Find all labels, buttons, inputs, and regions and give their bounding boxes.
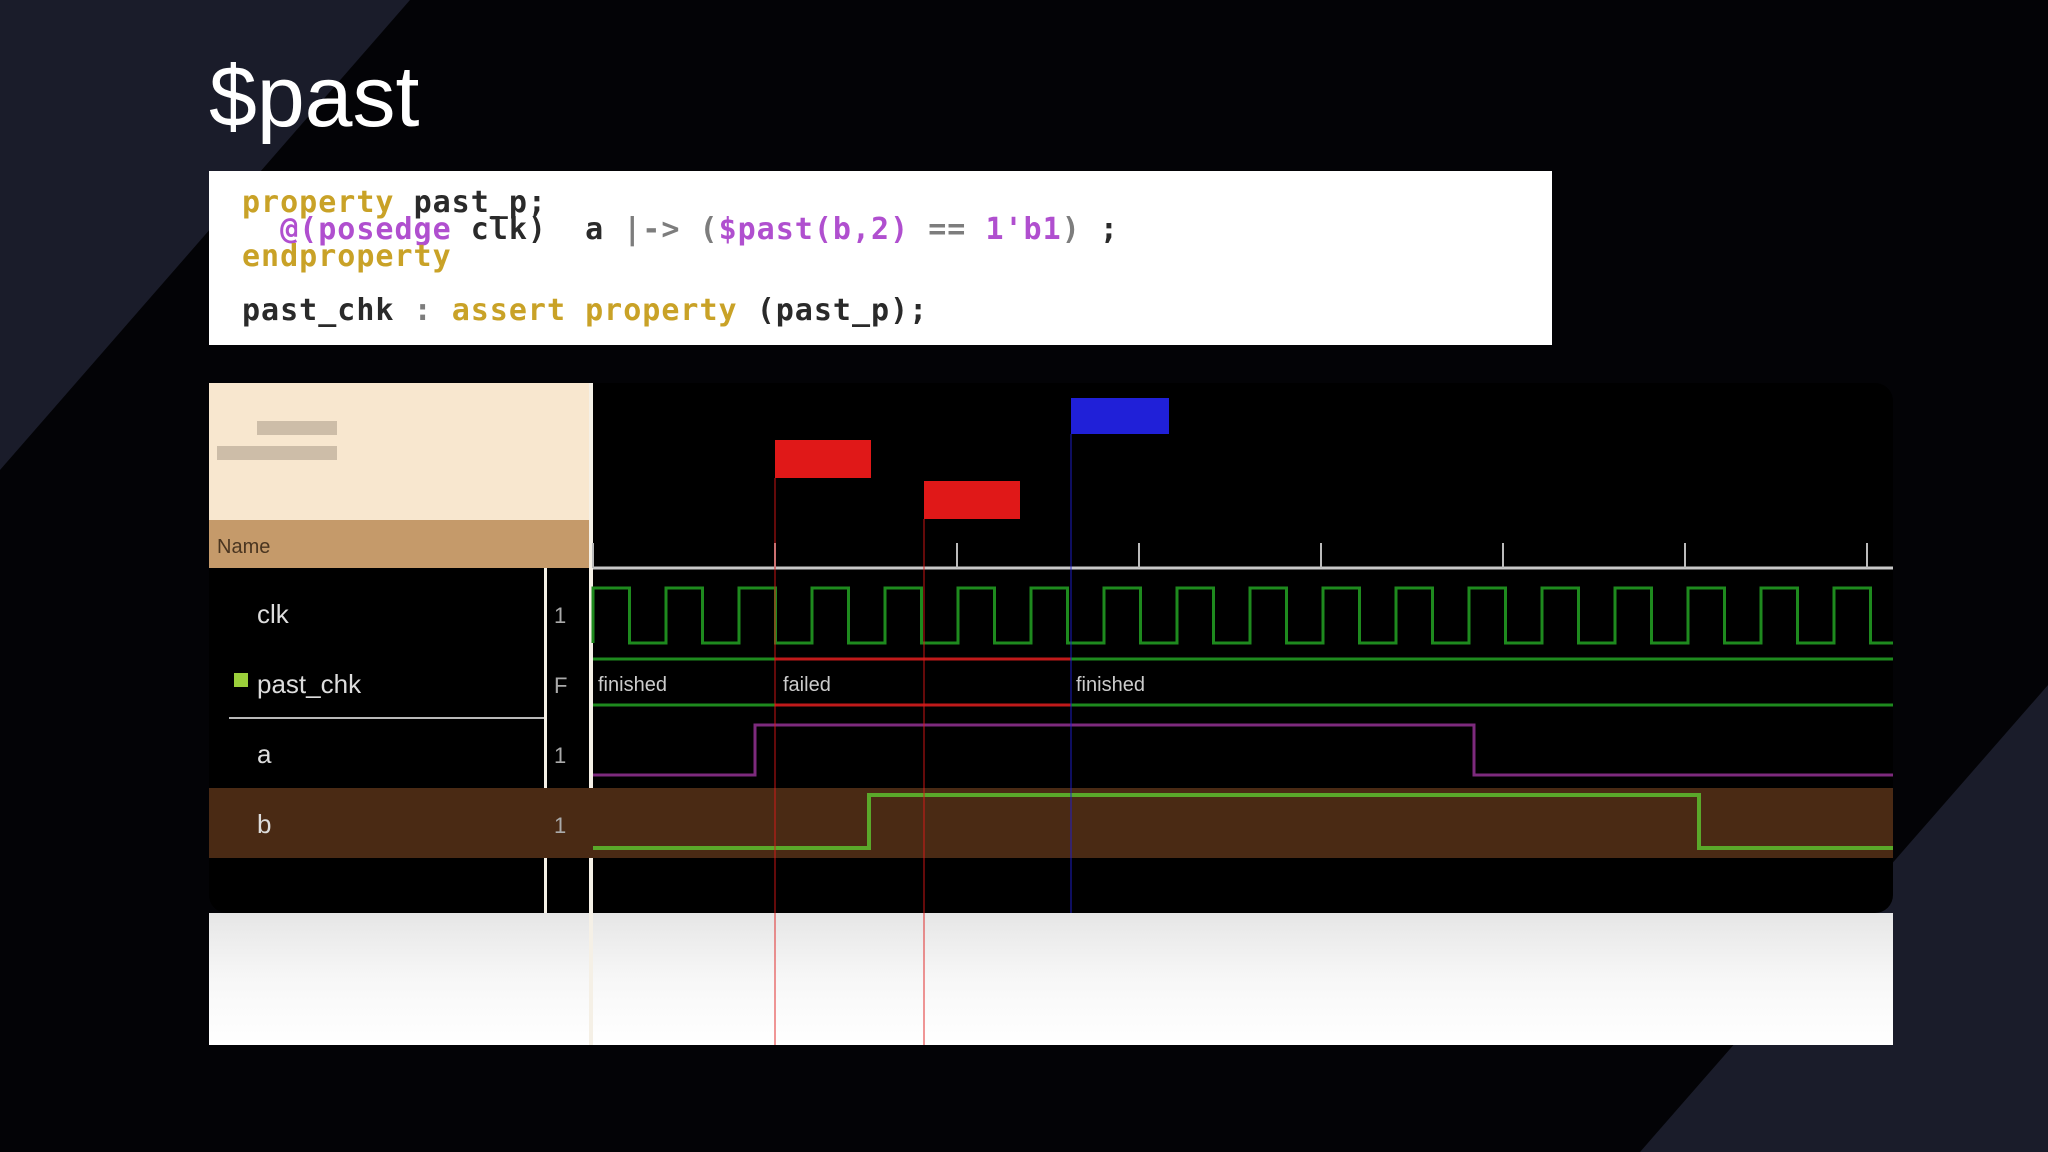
assertion-icon (234, 673, 248, 687)
waveform-panel-divider (589, 383, 593, 1045)
assertion-finished-2 (1071, 657, 1893, 707)
assert-label: past_chk (242, 293, 395, 328)
slide-title: $past (209, 49, 420, 145)
literal-value: 1'b1 (985, 212, 1062, 247)
signal-value-b: 1 (554, 813, 566, 838)
assertion-state-finished-2: finished (1076, 674, 1145, 696)
waveform-viewer: Name clk past_chk a b 1 F 1 1 finished f… (209, 383, 1893, 1045)
code-snippet: property past_p; @(posedge clk) a |-> ($… (209, 171, 1552, 345)
signal-name-past-chk: past_chk (257, 669, 362, 699)
signal-value-a: 1 (554, 743, 566, 768)
open-paren: ( (699, 212, 719, 247)
clock-ref: clk) (470, 212, 547, 247)
value-column-header (545, 520, 592, 568)
equals-operator: == (928, 212, 967, 247)
name-panel-top (209, 383, 592, 520)
reflection-area (209, 913, 1893, 1045)
waveform-window (209, 383, 1893, 913)
event-keyword: @(posedge (280, 212, 452, 247)
assertion-finished-1 (593, 657, 775, 707)
marker-flag-1 (775, 440, 871, 478)
code-line-2: @(posedge clk) a |-> ($past(b,2) == 1'b1… (242, 215, 1119, 245)
signal-value-clk: 1 (554, 603, 566, 628)
code-line-1: property past_p; (242, 188, 547, 218)
cursor-info-1 (257, 421, 337, 435)
semicolon: ; (1099, 212, 1119, 247)
assert-keyword: assert (451, 293, 567, 328)
assert-property-keyword: property (585, 293, 738, 328)
property-keyword: property (242, 185, 395, 220)
antecedent: a (585, 212, 605, 247)
time-ruler-ticks (592, 543, 1868, 568)
waveform-canvas: Name clk past_chk a b 1 F 1 1 finished f… (209, 383, 1893, 1045)
assertion-state-failed: failed (783, 674, 831, 696)
endproperty-keyword: endproperty (242, 239, 452, 274)
signal-name-b: b (257, 809, 271, 839)
property-reference: (past_p); (756, 293, 929, 328)
assertion-failed (775, 657, 1071, 707)
background-left-wedge (0, 0, 410, 470)
a-waveform (593, 723, 1893, 777)
name-column-header (209, 520, 545, 568)
clk-waveform (591, 586, 1893, 645)
cursor-info-2 (217, 446, 337, 460)
b-waveform (593, 793, 1893, 850)
value-panel-divider (544, 568, 547, 913)
property-name: past_p; (413, 185, 547, 220)
past-function: $past(b,2) (718, 212, 910, 247)
close-paren: ) (1061, 212, 1081, 247)
implication-operator: |-> (623, 212, 681, 247)
time-ruler (593, 520, 1893, 568)
label-colon: : (413, 293, 433, 328)
signal-name-clk: clk (257, 599, 290, 629)
name-header-label: Name (217, 536, 270, 558)
code-line-3: endproperty (242, 242, 452, 272)
signal-value-past-chk: F (554, 673, 567, 698)
signal-row-b-highlight (209, 788, 1893, 858)
signal-name-a: a (257, 739, 272, 769)
marker-flag-3 (1071, 398, 1169, 434)
assertion-state-finished-1: finished (598, 674, 667, 696)
code-line-4: past_chk : assert property (past_p); (242, 296, 928, 326)
marker-flag-2 (924, 481, 1020, 519)
